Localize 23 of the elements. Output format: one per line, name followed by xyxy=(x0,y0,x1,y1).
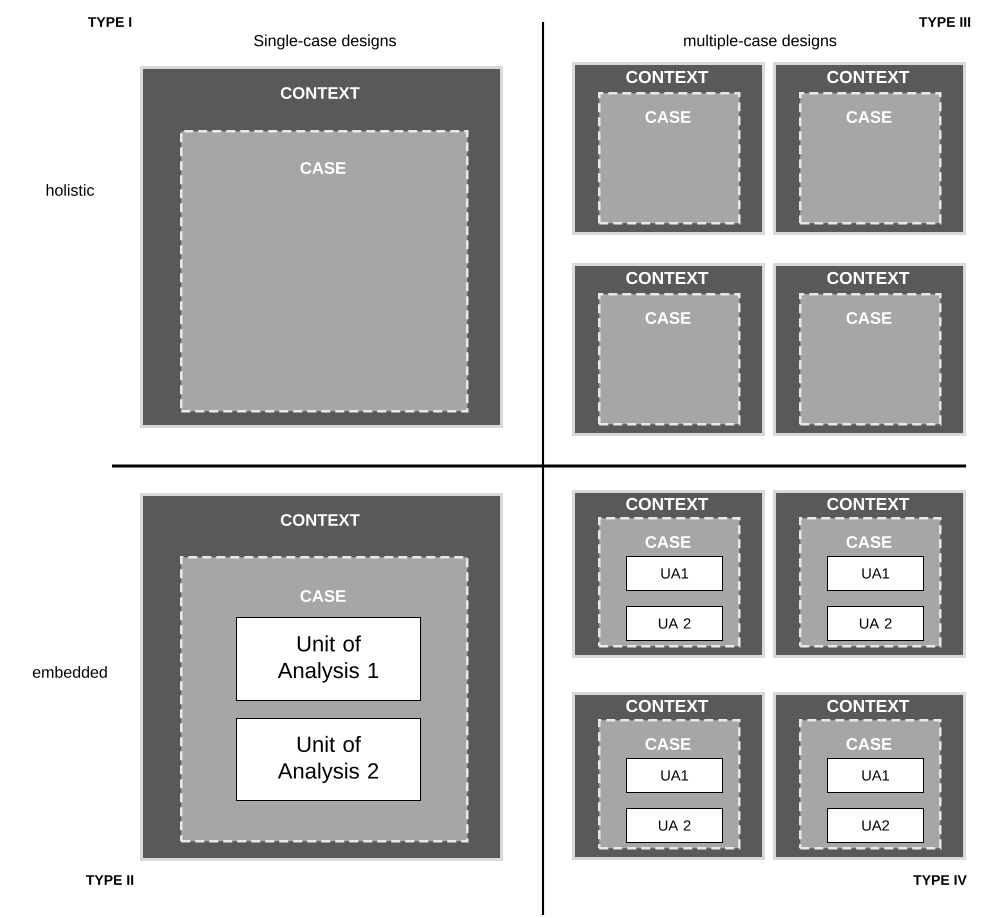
unit-box: Unit of Analysis 1 xyxy=(236,617,421,701)
type-label: TYPE I xyxy=(88,17,132,27)
unit-box: Unit of Analysis 2 xyxy=(236,718,421,801)
unit-box: UA1 xyxy=(827,758,924,793)
type-label: TYPE II xyxy=(86,875,134,885)
type-label: TYPE IV xyxy=(913,875,967,885)
axis-label: embedded xyxy=(32,666,107,678)
unit-box: UA 2 xyxy=(827,606,924,641)
unit-box: UA 2 xyxy=(626,606,723,641)
axis-label: holistic xyxy=(46,184,94,196)
unit-box: UA1 xyxy=(626,556,723,591)
case-box: CASE xyxy=(799,293,942,426)
unit-box: UA1 xyxy=(827,556,924,591)
unit-box: UA2 xyxy=(827,808,924,843)
case-box: CASE xyxy=(598,92,741,225)
case-box: CASE xyxy=(180,130,469,413)
unit-box: UA1 xyxy=(626,758,723,793)
axis-label: multiple-case designs xyxy=(684,34,836,50)
case-box: CASE xyxy=(598,293,741,426)
type-label: TYPE III xyxy=(919,17,970,27)
axis-label: Single-case designs xyxy=(254,34,396,50)
unit-box: UA 2 xyxy=(626,808,723,843)
case-box: CASE xyxy=(799,92,942,225)
